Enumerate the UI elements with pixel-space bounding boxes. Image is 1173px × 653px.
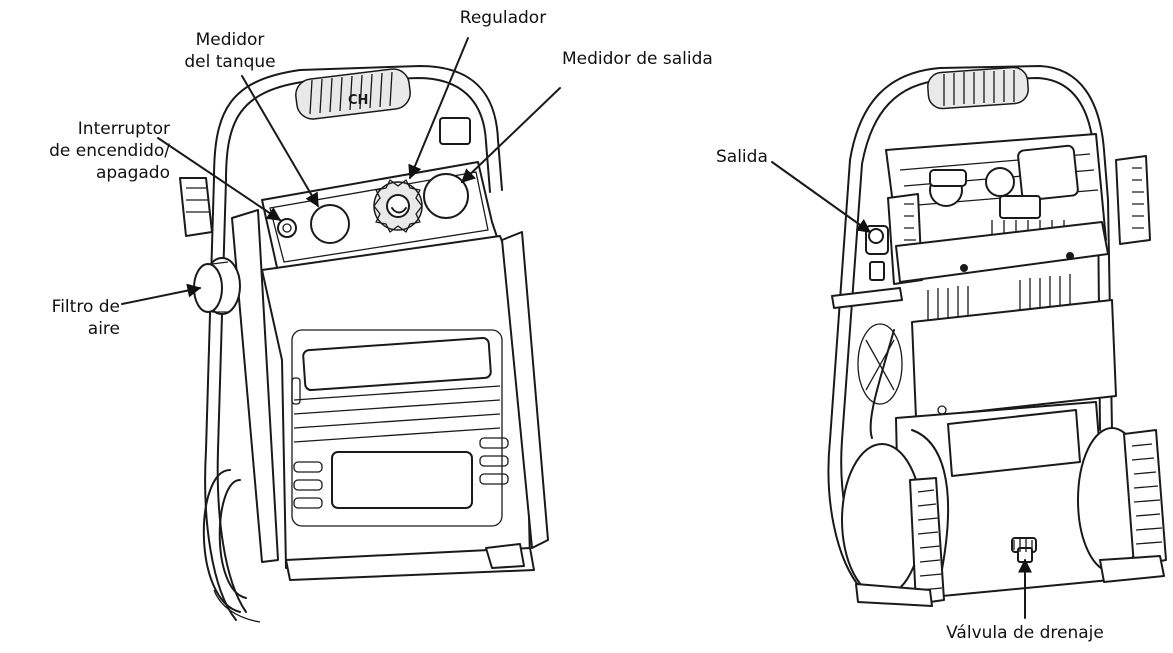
arrow-air-filter — [121, 283, 202, 305]
arrow-tank-gauge — [241, 75, 319, 208]
arrow-outlet-gauge — [460, 87, 561, 183]
tank-gauge — [310, 204, 350, 244]
label-air-filter-line2: aire — [87, 319, 120, 339]
air-filter — [193, 257, 241, 315]
label-tank-gauge-line1: Medidor — [195, 30, 265, 50]
label-outlet: Salida — [716, 146, 768, 168]
outlet-gauge — [423, 173, 469, 219]
rear-plate — [911, 299, 1117, 419]
handle-logo-text: CH — [348, 93, 368, 108]
front-grille — [291, 329, 509, 527]
rear-view-compressor — [827, 65, 1167, 607]
label-power-switch-line3: apagado — [95, 163, 170, 183]
drain-valve — [1011, 537, 1037, 563]
label-drain-valve-text: Válvula de drenaje — [946, 623, 1104, 643]
outlet-fitting — [865, 225, 889, 281]
arrow-regulator — [408, 37, 469, 180]
label-tank-gauge-line2: del tanque — [184, 52, 276, 72]
label-tank-gauge: Medidor del tanque — [170, 29, 290, 73]
front-view-compressor: CH — [179, 65, 549, 623]
label-regulator: Regulador — [438, 7, 568, 29]
label-power-switch-line1: Interruptor — [77, 119, 170, 139]
front-main-body — [261, 235, 531, 569]
rear-air-tank — [841, 401, 1147, 601]
label-air-filter: Filtro de aire — [20, 296, 120, 340]
label-outlet-text: Salida — [716, 147, 768, 167]
arrow-power-switch — [157, 137, 282, 221]
label-air-filter-line1: Filtro de — [51, 297, 120, 317]
leader-arrows — [121, 37, 1032, 619]
regulator-knob — [373, 179, 423, 233]
label-regulator-text: Regulador — [459, 8, 547, 28]
label-drain-valve: Válvula de drenaje — [920, 622, 1130, 644]
arrow-outlet — [771, 161, 872, 233]
front-handle-grip: CH — [295, 68, 411, 120]
power-switch — [277, 218, 297, 238]
label-outlet-gauge-text: Medidor de salida — [562, 49, 713, 69]
rear-handle-grip — [927, 66, 1029, 110]
label-power-switch-line2: de encendido/ — [49, 141, 170, 161]
rear-wheels — [855, 429, 1167, 607]
label-outlet-gauge: Medidor de salida — [562, 48, 713, 70]
label-power-switch: Interruptor de encendido/ apagado — [20, 118, 170, 184]
